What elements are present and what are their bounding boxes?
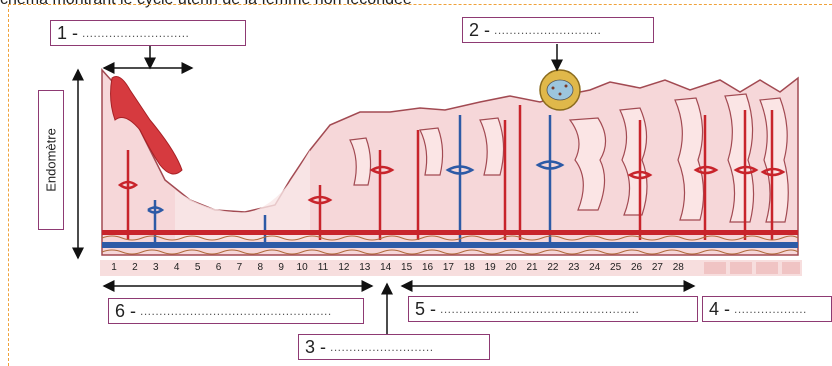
day-tick: 11 — [317, 262, 329, 273]
day-tick: 22 — [547, 262, 559, 273]
menstrual-shedding — [110, 76, 183, 175]
day-tick: 6 — [215, 262, 222, 273]
day-tick: 21 — [526, 262, 538, 273]
day-tick: 8 — [257, 262, 264, 273]
day-tick: 15 — [401, 262, 413, 273]
day-tick: 13 — [359, 262, 371, 273]
day-tick: 12 — [338, 262, 350, 273]
day-tick: 1 — [111, 262, 117, 273]
day-tick: 9 — [278, 262, 284, 273]
day-tick: 26 — [630, 262, 643, 273]
label-5-blank[interactable]: ........................................… — [440, 302, 640, 316]
day-tick: 10 — [296, 262, 308, 273]
day-tick: 27 — [651, 262, 663, 273]
day-tick: 25 — [610, 262, 622, 273]
day-tick: 4 — [173, 262, 180, 273]
label-6-number: 6 - — [115, 300, 137, 321]
label-3-blank[interactable]: ........................... — [330, 340, 434, 354]
day-tick: 5 — [194, 262, 201, 273]
day-tick: 14 — [380, 262, 392, 273]
label-box-2[interactable]: 2 - ............................ — [462, 17, 654, 43]
label-1-number: 1 - — [57, 22, 79, 43]
label-1-blank[interactable]: ............................ — [82, 26, 190, 40]
day-tick: 3 — [153, 262, 159, 273]
label-4-number: 4 - — [709, 298, 731, 319]
day-tick: 23 — [568, 262, 580, 273]
day-tick: 24 — [589, 262, 601, 273]
day-tick: 20 — [505, 262, 517, 273]
basal-vein-band — [102, 242, 798, 248]
label-box-6[interactable]: 6 - ....................................… — [108, 298, 364, 324]
blastocyst-icon — [539, 69, 581, 111]
endometrium-label: Endomètre — [43, 128, 59, 192]
day-tick: 17 — [442, 262, 454, 273]
page-frame — [8, 4, 832, 366]
label-4-blank[interactable]: ................... — [734, 302, 807, 316]
day-tick: 28 — [672, 262, 684, 273]
label-box-4[interactable]: 4 - ................... — [702, 296, 832, 322]
label-2-number: 2 - — [469, 19, 491, 40]
day-tick: 16 — [421, 262, 434, 273]
day-tick: 18 — [463, 262, 475, 273]
day-tick: 7 — [236, 262, 243, 273]
label-box-1[interactable]: 1 - ............................ — [50, 20, 246, 46]
basal-artery-band — [102, 230, 798, 235]
label-5-number: 5 - — [415, 298, 437, 319]
endometrium-label-box: Endomètre — [38, 90, 64, 230]
label-box-3[interactable]: 3 - ........................... — [298, 334, 490, 360]
label-3-number: 3 - — [305, 336, 327, 357]
day-tick: 19 — [484, 262, 496, 273]
label-6-blank[interactable]: ........................................… — [140, 304, 332, 318]
label-2-blank[interactable]: ............................ — [494, 23, 602, 37]
day-tick: 2 — [132, 262, 138, 273]
label-box-5[interactable]: 5 - ....................................… — [408, 296, 698, 322]
